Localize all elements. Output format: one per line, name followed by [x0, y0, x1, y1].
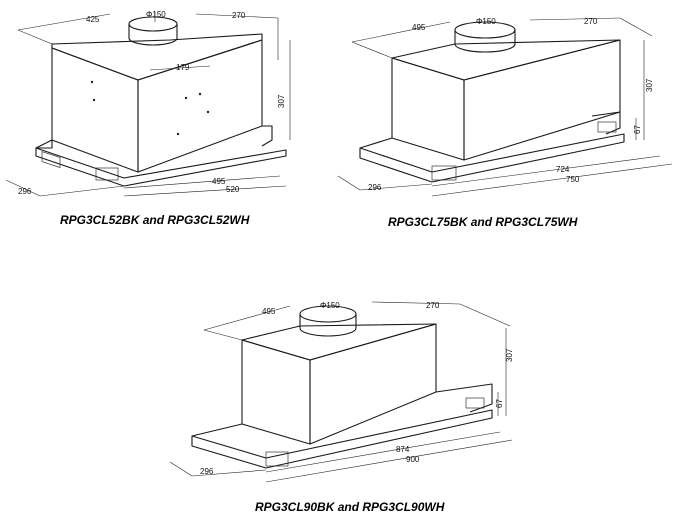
hood-75-front-face	[391, 57, 465, 161]
hood-90-dim-depth: 296	[200, 467, 214, 476]
caption-90: RPG3CL90BK and RPG3CL90WH	[255, 500, 445, 514]
hood-90-dim-duct: Φ150	[320, 301, 340, 310]
hood-90-dim-width: 900	[406, 455, 420, 464]
hood-90-top	[241, 323, 437, 361]
hood-52-dim-duct: Φ150	[146, 10, 166, 19]
hood-90-dim-inner-width: 874	[396, 445, 410, 454]
hood-52-base	[35, 147, 287, 187]
hood-75-top	[391, 39, 621, 81]
hood-52-right-face	[137, 39, 263, 173]
hood-52-front-face	[51, 47, 139, 173]
hood-75-base	[359, 133, 625, 183]
hood-75-drawing: 495 Φ150 270 307 67 296 724 750	[337, 17, 673, 197]
hood-52-dim-width: 520	[226, 185, 240, 194]
hood-52-duct-top	[128, 16, 178, 32]
hood-52-drawing: 425 Φ150 270 179 307 296 495 520	[5, 10, 291, 197]
hood-75-dim-duct: Φ150	[476, 17, 496, 26]
hood-75-right-face	[463, 39, 621, 161]
hood-52-top	[51, 33, 263, 81]
hood-52-dim-inner-width: 495	[212, 177, 226, 186]
hood-75-dim-lip: 67	[633, 125, 642, 134]
hood-52-dim-top-depth: 270	[232, 11, 246, 20]
hood-90-dim-top-width: 495	[262, 307, 276, 316]
hood-75-dim-top-width: 495	[412, 23, 426, 32]
hood-75-dim-width: 750	[566, 175, 580, 184]
hood-75-dim-depth: 296	[368, 183, 382, 192]
hood-90-front-face	[241, 339, 311, 445]
caption-52: RPG3CL52BK and RPG3CL52WH	[60, 213, 250, 227]
hood-90-dim-top-depth: 270	[426, 301, 440, 310]
hood-52-dim-height: 307	[277, 94, 286, 108]
hood-52-dim-depth: 296	[18, 187, 32, 196]
caption-75: RPG3CL75BK and RPG3CL75WH	[388, 215, 578, 229]
hood-52-dim-inner: 179	[176, 63, 190, 72]
hood-90-dim-lip: 67	[495, 399, 504, 408]
hood-75-dim-height: 307	[645, 78, 654, 92]
hood-75-dim-inner-width: 724	[556, 165, 570, 174]
hood-90-drawing: 495 Φ150 270 307 67 296 874 900	[169, 301, 514, 483]
hood-75-dim-top-depth: 270	[584, 17, 598, 26]
hood-90-dim-height: 307	[505, 348, 514, 362]
hood-52-dim-top-width: 425	[86, 15, 100, 24]
